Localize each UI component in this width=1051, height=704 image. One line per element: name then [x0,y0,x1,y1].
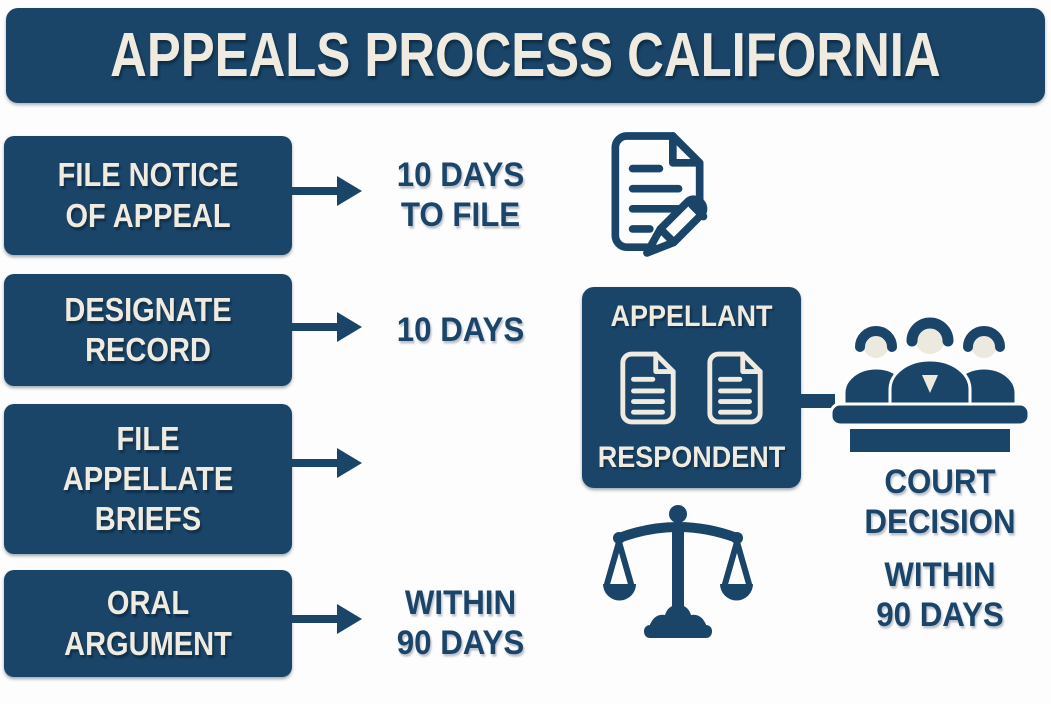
timeline-text: WITHIN 90 DAYS [396,583,525,662]
judge-figure [888,317,972,408]
timeline-file-appellate-briefs [358,434,563,524]
court-decision-block: COURT DECISION WITHIN 90 DAYS [840,462,1040,635]
step-box-designate-record: DESIGNATE RECORD [4,274,292,386]
step-box-file-appellate-briefs: FILE APPELLATE BRIEFS [4,404,292,554]
page-title: APPEALS PROCESS CALIFORNIA [110,21,941,90]
timeline-file-notice: 10 DAYS TO FILE [358,150,563,240]
step-label: FILE NOTICE OF APPEAL [57,156,239,234]
bench-bar [829,402,1031,427]
timeline-text: 10 DAYS TO FILE [396,155,525,234]
respondent-label: RESPONDENT [597,441,786,474]
scales-of-justice-icon [603,505,753,638]
document-with-pencil-icon [611,132,708,257]
right-arrow-icon [291,176,362,206]
parties-panel: APPELLANT RESPONDENT [582,287,801,488]
appellant-label: APPELLANT [610,300,773,333]
timeline-oral-argument: WITHIN 90 DAYS [358,578,563,668]
step-box-file-notice-of-appeal: FILE NOTICE OF APPEAL [4,136,292,255]
right-arrow-icon [291,448,362,478]
bench-base [850,429,1010,452]
timeline-designate-record: 10 DAYS [358,285,563,375]
brief-document-icon [707,351,763,424]
court-decision-heading: COURT DECISION [864,463,1016,542]
brief-document-icon [620,351,676,424]
briefs-row [617,349,766,427]
step-label: ORAL ARGUMENT [64,584,232,662]
judges-bench-icon [829,317,1031,452]
right-arrow-icon [291,312,362,342]
connector-line [797,394,835,408]
step-label: DESIGNATE RECORD [64,290,232,368]
step-box-oral-argument: ORAL ARGUMENT [4,570,292,677]
court-decision-timeline: WITHIN 90 DAYS [876,556,1004,635]
title-banner: APPEALS PROCESS CALIFORNIA [6,8,1045,103]
step-label: FILE APPELLATE BRIEFS [62,419,234,538]
timeline-text: 10 DAYS [396,310,525,349]
right-arrow-icon [291,604,362,634]
